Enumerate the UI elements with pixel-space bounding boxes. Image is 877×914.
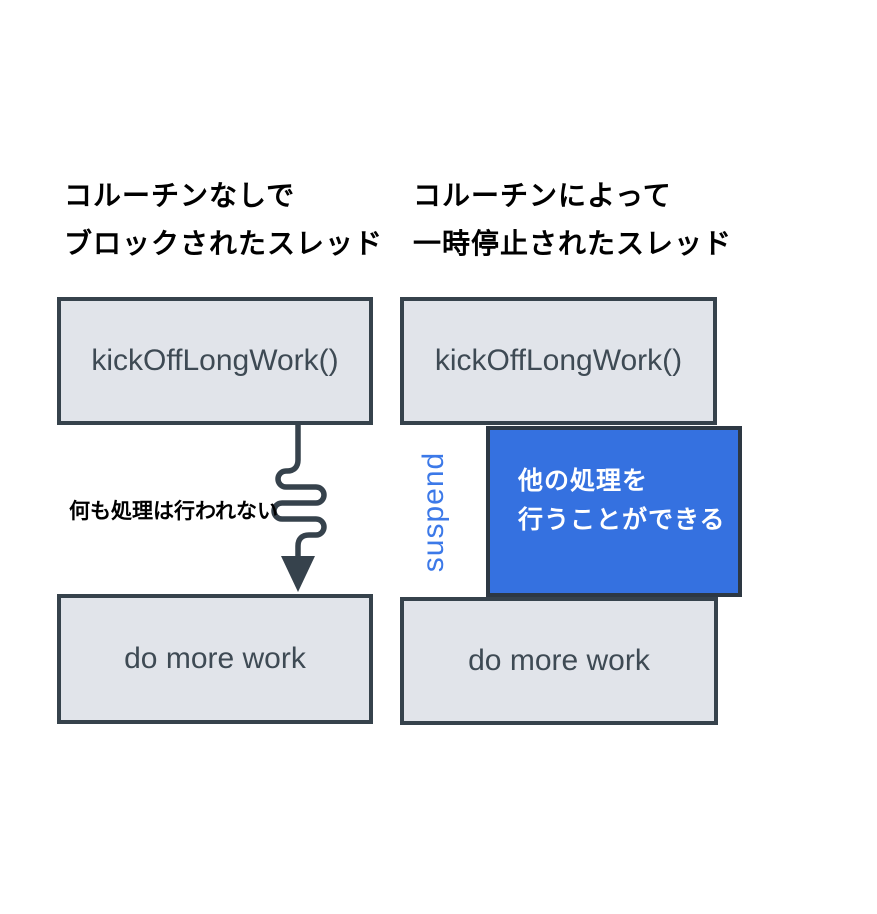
suspend-vertical-label-wrap: suspend [398, 426, 470, 597]
right-do-more-work-label: do more work [468, 644, 650, 677]
right-kickofflongwork-box: kickOffLongWork() [400, 297, 717, 425]
other-work-possible-blue-box: 他の処理を 行うことができる [486, 426, 742, 597]
left-column-title: コルーチンなしで ブロックされたスレッド [64, 172, 383, 268]
blue-box-line2: 行うことができる [518, 506, 726, 534]
left-do-more-work-box: do more work [57, 594, 373, 724]
right-title-line1: コルーチンによって [413, 180, 672, 211]
left-kickofflongwork-label: kickOffLongWork() [91, 344, 339, 377]
no-work-performed-label: 何も処理は行われない [69, 500, 278, 523]
right-column-title: コルーチンによって 一時停止されたスレッド [413, 172, 732, 268]
right-do-more-work-box: do more work [400, 597, 718, 725]
left-title-line1: コルーチンなしで [64, 180, 296, 211]
left-title-line2: ブロックされたスレッド [64, 228, 384, 259]
left-do-more-work-label: do more work [124, 642, 306, 675]
blue-box-line1: 他の処理を [518, 467, 649, 495]
left-kickofflongwork-box: kickOffLongWork() [57, 297, 373, 425]
right-title-line2: 一時停止されたスレッド [413, 228, 733, 259]
right-kickofflongwork-label: kickOffLongWork() [434, 344, 683, 377]
suspend-label: suspend [417, 451, 450, 572]
